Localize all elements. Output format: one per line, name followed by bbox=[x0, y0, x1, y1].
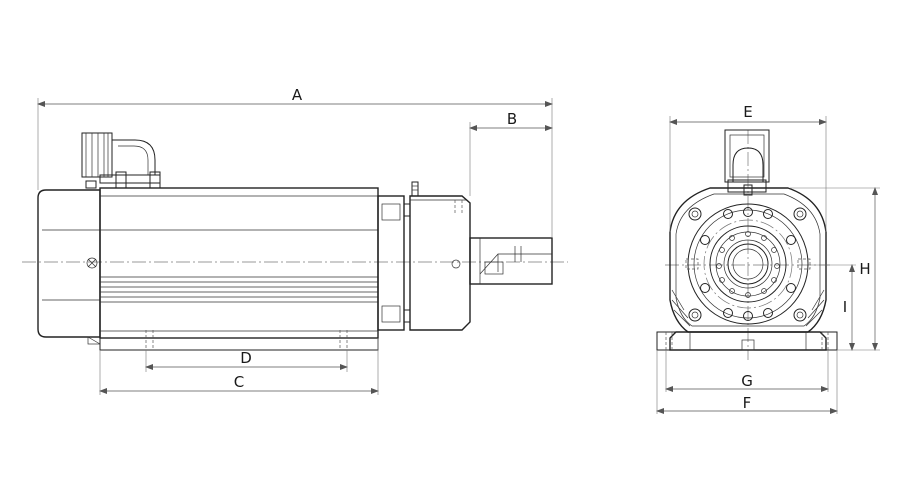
ground-screw-icon bbox=[86, 257, 98, 269]
dimension-label-C: C bbox=[234, 373, 244, 391]
dimension-label-A: A bbox=[292, 86, 303, 104]
front-view: E G F H I bbox=[656, 103, 880, 414]
shaft-bore bbox=[727, 243, 769, 285]
output-shaft bbox=[469, 237, 553, 285]
dimension-label-F: F bbox=[743, 394, 752, 412]
flange-disk bbox=[687, 203, 809, 325]
dimension-label-H: H bbox=[859, 260, 870, 278]
corner-bolts bbox=[688, 207, 807, 322]
front-base-plate bbox=[656, 331, 838, 351]
power-connector bbox=[81, 132, 161, 189]
front-flange bbox=[409, 195, 471, 331]
rear-end-cap bbox=[37, 189, 101, 338]
dimension-label-E: E bbox=[743, 103, 752, 121]
dimension-label-G: G bbox=[741, 372, 753, 390]
flange-holes bbox=[700, 207, 796, 321]
front-housing bbox=[377, 195, 405, 331]
front-connector bbox=[724, 129, 770, 196]
dimension-label-I: I bbox=[843, 298, 847, 316]
side-view: A B D C bbox=[22, 86, 568, 395]
motor-body bbox=[99, 187, 379, 339]
dimension-label-B: B bbox=[507, 110, 517, 128]
side-base bbox=[99, 337, 379, 351]
dimension-label-D: D bbox=[240, 349, 252, 367]
